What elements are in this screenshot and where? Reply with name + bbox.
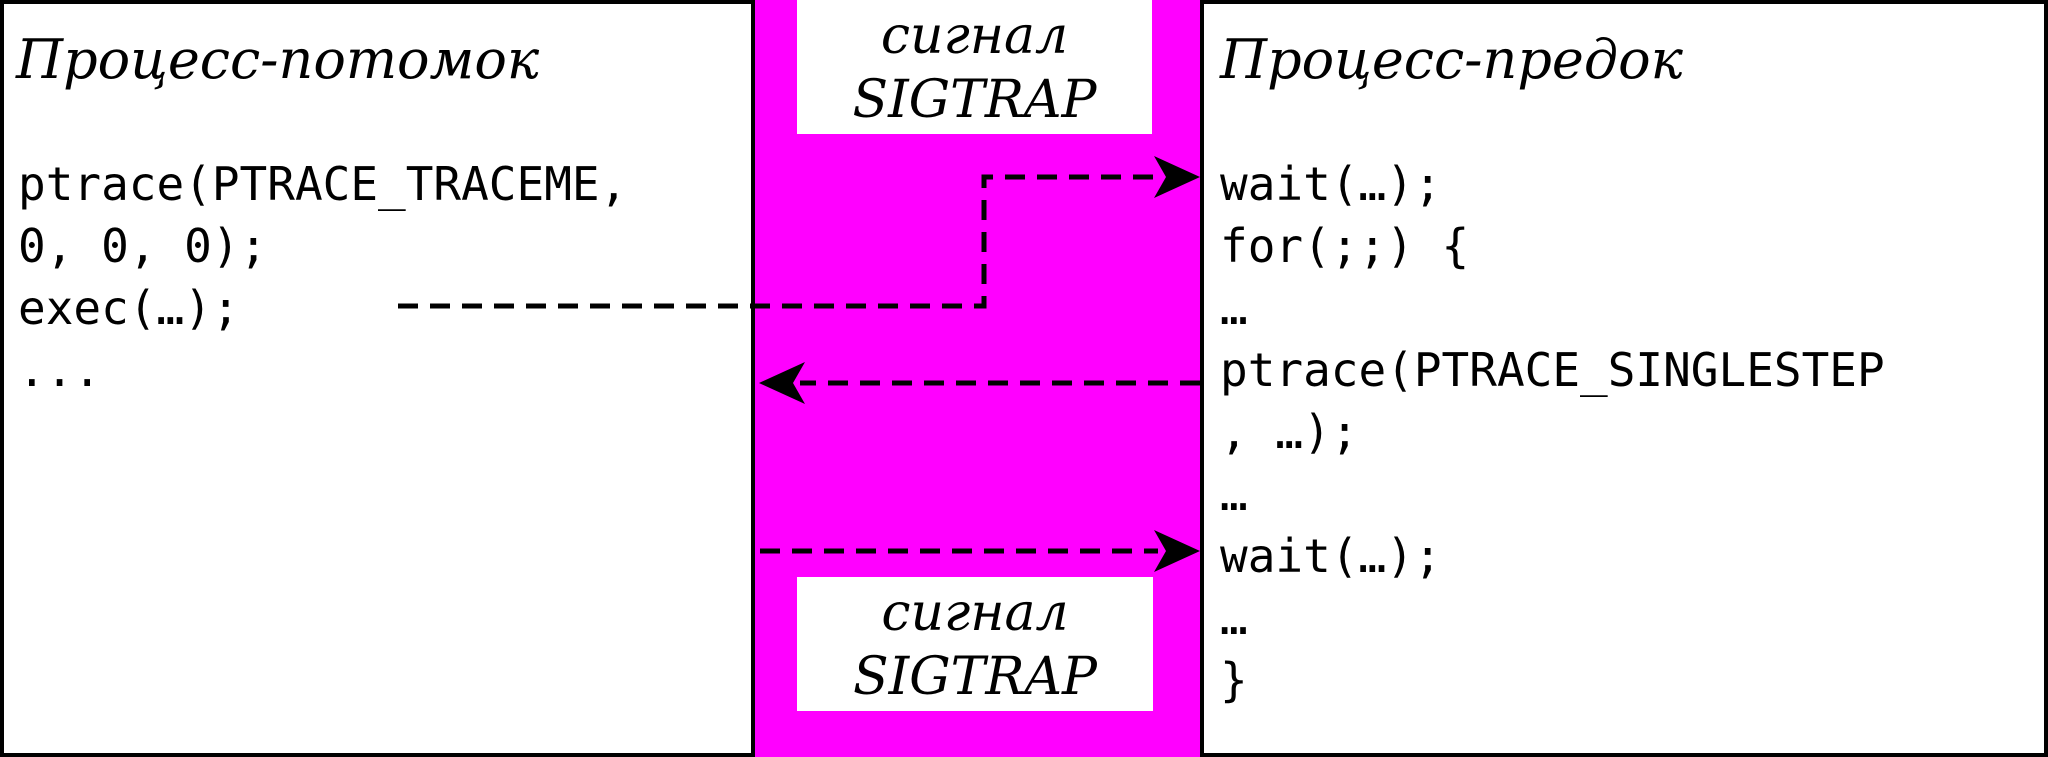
parent-process-code: wait(…); for(;;) { … ptrace(PTRACE_SINGL… [1220, 157, 1885, 707]
child-process-code: ptrace(PTRACE_TRACEME, 0, 0, 0); exec(…)… [18, 157, 628, 397]
signal-label-top: сигнал SIGTRAP [797, 0, 1152, 134]
exec-to-wait-arrow-line [398, 174, 1158, 309]
signal-bottom-name: SIGTRAP [852, 647, 1098, 707]
parent-process-title: Процесс-предок [1220, 28, 1683, 91]
arrowhead-right-icon [1154, 530, 1200, 572]
signal-top-name: SIGTRAP [852, 70, 1097, 130]
signal-bottom-word: сигнал [881, 583, 1069, 643]
parent-process-panel: Процесс-предок wait(…); for(;;) { … ptra… [1200, 0, 2048, 757]
signal-top-word: сигнал [880, 6, 1069, 66]
child-process-title: Процесс-потомок [16, 28, 540, 91]
signal-label-bottom: сигнал SIGTRAP [797, 577, 1153, 711]
arrowhead-left-icon [759, 362, 805, 404]
arrowhead-right-icon [1154, 156, 1200, 198]
child-process-panel: Процесс-потомок ptrace(PTRACE_TRACEME, 0… [0, 0, 755, 757]
